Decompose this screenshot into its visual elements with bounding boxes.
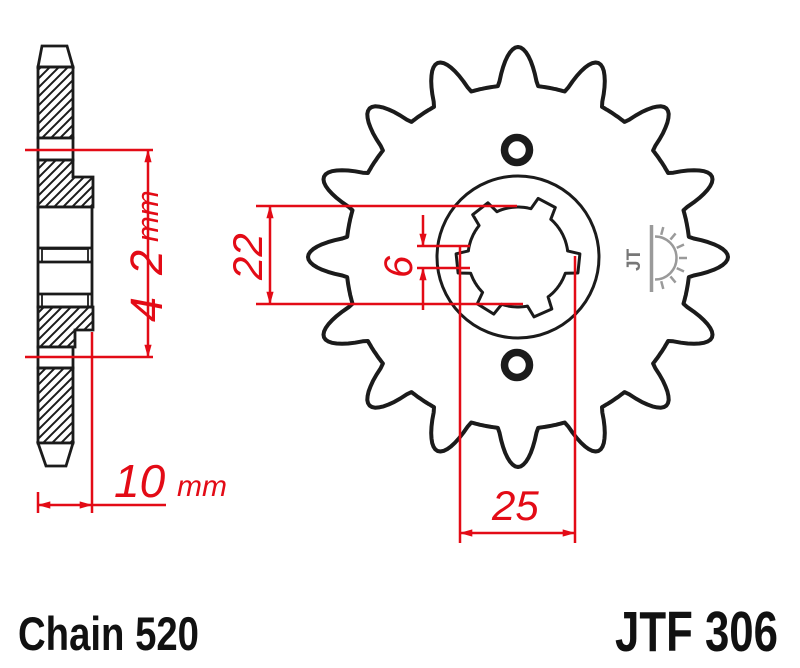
tooth-section-top (36, 65, 75, 140)
chain-size-label: Chain 520 (18, 607, 199, 660)
rising-sun-icon (654, 235, 678, 281)
sun-rays-icon (660, 226, 687, 290)
bolt-hole-top (500, 133, 534, 167)
part-number-label: JTF 306 (615, 600, 778, 664)
sprocket-side-section-view (36, 44, 95, 468)
dimension-22: 22 (224, 204, 523, 306)
bolt-hole-bottom (500, 348, 534, 382)
tooth-tip-bottom (36, 441, 75, 468)
jt-sprockets-logo: JT (624, 225, 687, 292)
spline-groove-band (41, 248, 89, 263)
dimension-unit: mm (177, 470, 227, 503)
dimension-value: 42 (121, 250, 172, 322)
sun-ray-icon (676, 267, 685, 273)
bore-band-region (36, 205, 94, 309)
sun-ray-icon (669, 232, 677, 241)
dimension-value: 10 (114, 455, 166, 507)
hub-section-upper (36, 158, 95, 209)
hub-circle (435, 174, 601, 340)
dimension-value: 22 (224, 233, 271, 281)
dimension-10mm: 10 mm (36, 332, 227, 513)
dimension-25: 25 (458, 247, 577, 543)
sprocket-front-view: JT (306, 45, 730, 469)
dimension-value: 6 (377, 255, 421, 278)
tooth-section-bottom (36, 366, 75, 445)
hub-section-lower (36, 305, 95, 349)
sun-ray-icon (669, 275, 677, 284)
dimension-value: 25 (491, 482, 539, 529)
dimension-6: 6 (377, 215, 470, 310)
sun-ray-icon (676, 243, 685, 249)
dimension-unit: mm (130, 190, 165, 242)
sun-ray-icon (660, 226, 665, 236)
tooth-tip-top (36, 44, 75, 69)
logo-jt-text: JT (624, 248, 645, 271)
sun-ray-icon (660, 280, 665, 290)
